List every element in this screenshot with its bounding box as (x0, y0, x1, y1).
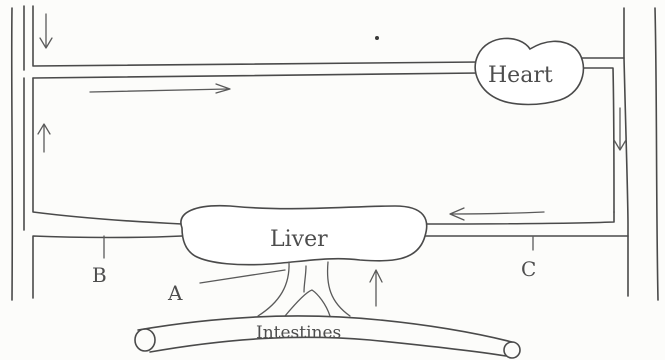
label-b: B (92, 263, 107, 287)
heart-label: Heart (488, 63, 553, 88)
left-vessel-inner-loop (33, 78, 182, 224)
label-c: C (521, 257, 536, 281)
portal-vessel-right (328, 262, 350, 316)
label-a: A (167, 281, 183, 305)
arrow-down-right-icon (614, 108, 626, 150)
arrow-up-left-icon (38, 124, 50, 152)
top-right-vessel-upper (580, 8, 624, 58)
intestines-label: Intestines (256, 323, 341, 343)
right-page-edge (655, 8, 658, 300)
top-vessel-lower-line (33, 73, 480, 78)
arrow-up-intestine-icon (370, 270, 382, 306)
intestine-right-end (504, 342, 520, 358)
left-page-edge (12, 8, 13, 300)
arrow-right-top-icon (90, 84, 230, 93)
portal-center (304, 266, 306, 292)
lower-right-vessel-top (420, 212, 614, 224)
right-outer-vessel (624, 58, 628, 296)
lower-left-vessel-bottom (33, 236, 182, 298)
ink-dot (375, 36, 379, 40)
pointer-a-line (200, 270, 285, 283)
intestine-left-end (135, 329, 155, 351)
top-right-vessel-lower (580, 68, 614, 212)
arrow-left-liver-icon (450, 208, 544, 220)
liver-label: Liver (270, 227, 328, 252)
arrow-down-top-left-icon (40, 14, 52, 48)
portal-branch-inner (285, 290, 330, 316)
top-vessel-upper-line (33, 6, 480, 66)
